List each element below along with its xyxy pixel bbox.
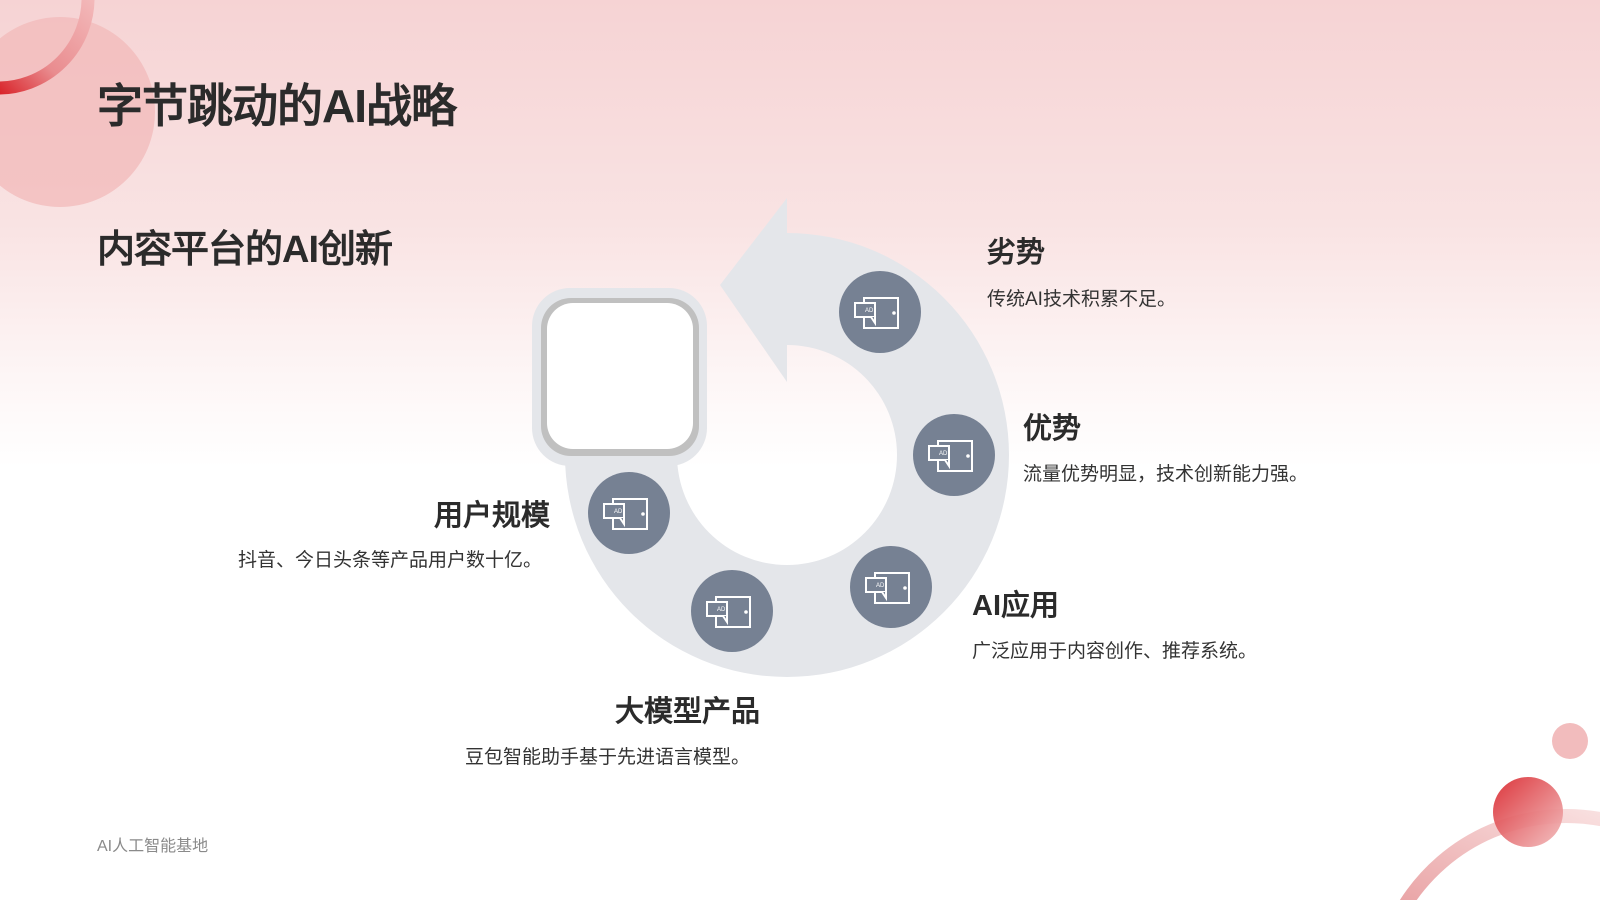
item-heading-ai-application: AI应用 [972,590,1060,622]
center-box [547,303,693,449]
slide-title: 字节跳动的AI战略 [97,80,457,132]
item-desc-strength: 流量优势明显，技术创新能力强。 [1023,464,1309,485]
item-heading-weakness: 劣势 [987,237,1046,269]
item-heading-llm-product: 大模型产品 [614,696,760,728]
svg-text:AD: AD [865,308,874,314]
cycle-node-1: AD [839,271,921,353]
item-desc-ai-application: 广泛应用于内容创作、推荐系统。 [972,641,1258,662]
item-desc-llm-product: 豆包智能助手基于先进语言模型。 [464,747,750,768]
ad-tablet-icon [603,498,648,530]
decor-arc-top-left [0,0,95,95]
item-heading-user-scale: 用户规模 [433,500,550,532]
cycle-arrow-head [720,198,787,382]
svg-text:AD: AD [876,583,885,589]
ad-tablet-icon [706,596,751,628]
item-heading-strength: 优势 [1023,413,1082,445]
item-desc-user-scale: 抖音、今日头条等产品用户数十亿。 [237,550,542,571]
svg-text:AD: AD [614,509,623,515]
ad-tablet-icon [928,440,973,472]
ad-tablet-icon [865,572,910,604]
cycle-node-3: AD [850,546,932,628]
cycle-node-5: AD [588,472,670,554]
footer-brand: AI人工智能基地 [97,838,209,855]
decor-arc-bottom-right [1399,809,1600,900]
decor-circle-top-left [0,17,155,207]
decor-circle-small-right [1552,723,1588,759]
svg-text:AD: AD [717,607,726,613]
decor-ball-bottom-right [1493,777,1563,847]
cycle-node-4: AD [691,570,773,652]
cycle-node-2: AD [913,414,995,496]
item-desc-weakness: 传统AI技术积累不足。 [987,289,1176,310]
ad-tablet-icon [854,297,899,329]
slide-subtitle: 内容平台的AI创新 [97,229,393,271]
svg-text:AD: AD [939,451,948,457]
